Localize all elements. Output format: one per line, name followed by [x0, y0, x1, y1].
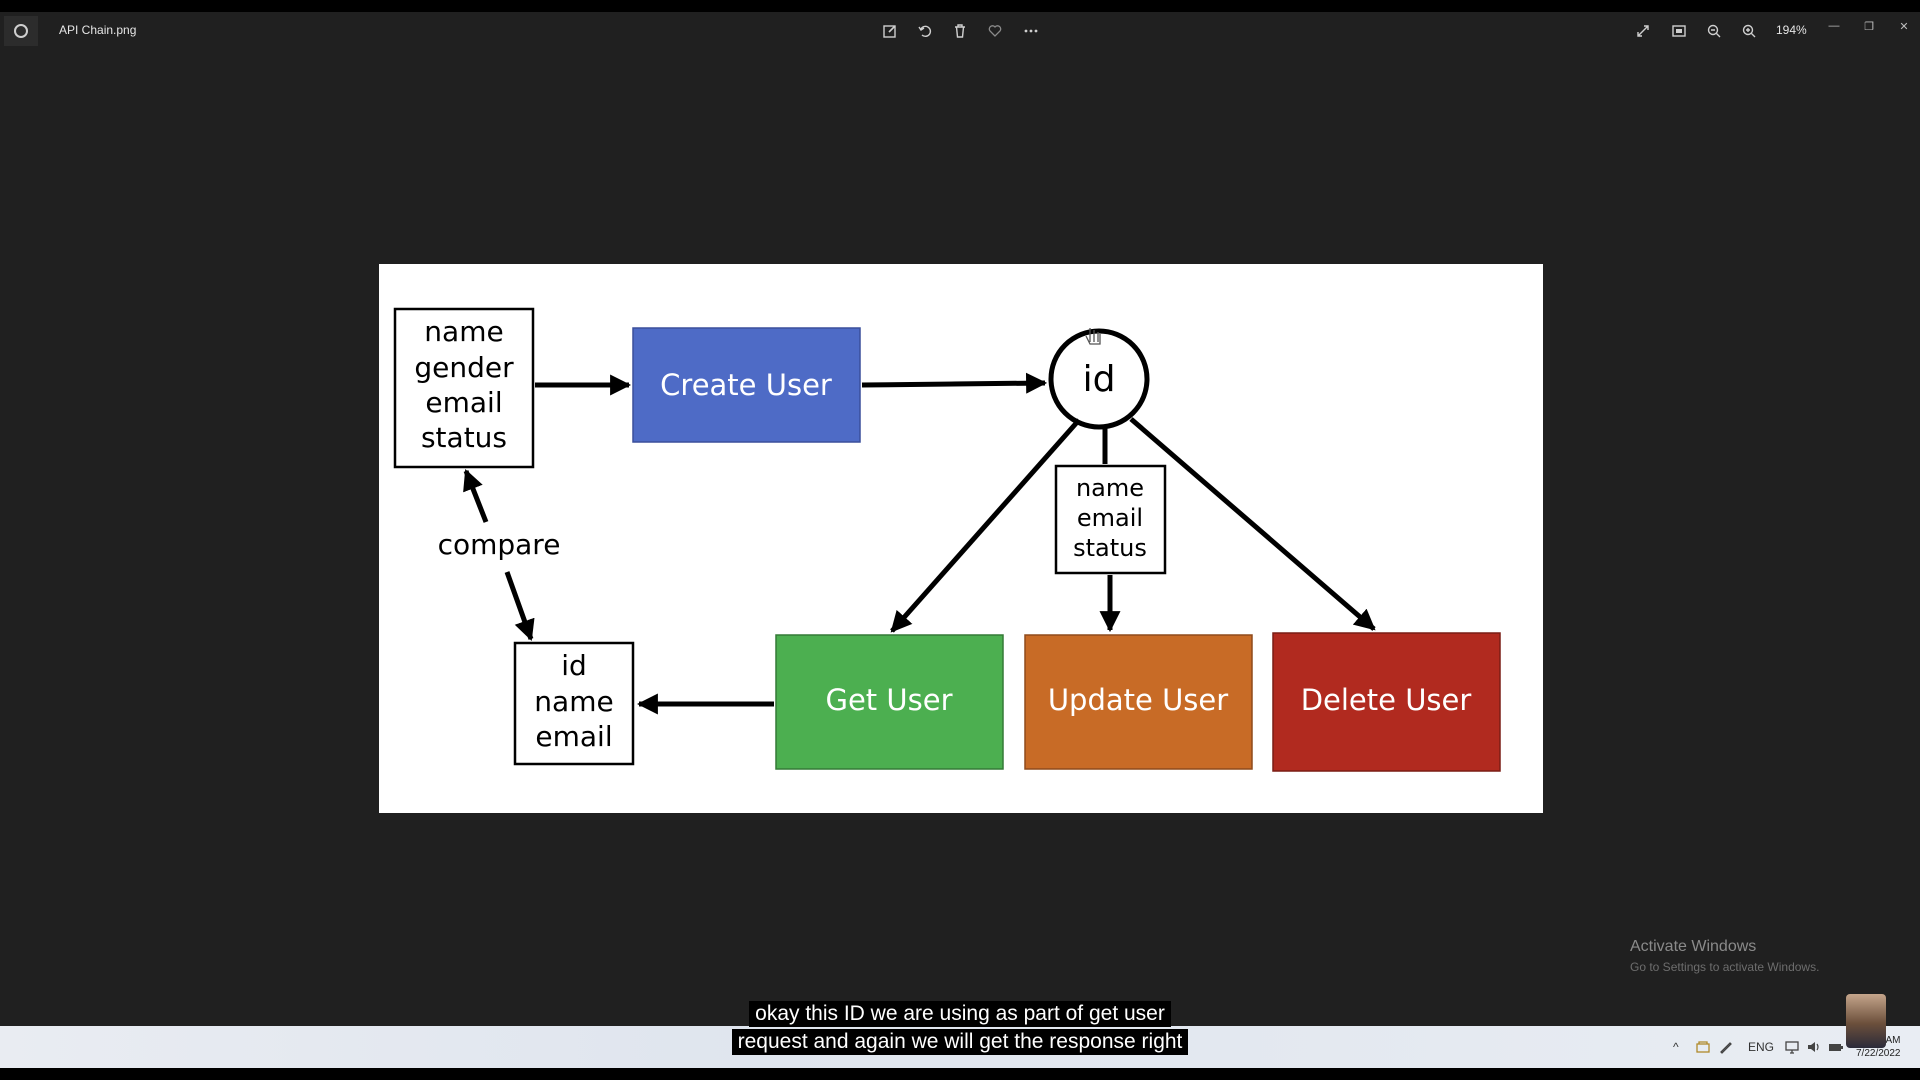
watermark-subtitle: Go to Settings to activate Windows. — [1630, 960, 1820, 974]
arrow-compare-to-response — [504, 571, 535, 641]
close-icon[interactable]: ✕ — [1899, 20, 1909, 33]
rotate-icon[interactable] — [914, 20, 936, 42]
edit-icon[interactable] — [879, 20, 901, 42]
update-field-label: email — [1077, 504, 1143, 532]
network-icon[interactable] — [1695, 1026, 1711, 1068]
minimize-icon[interactable]: — — [1828, 20, 1840, 32]
caption-line: request and again we will get the respon… — [731, 1029, 1189, 1055]
response-fields-box — [513, 641, 635, 766]
input-field-label: email — [425, 386, 502, 419]
update-user-node — [1024, 634, 1253, 770]
create-user-label: Create User — [660, 368, 832, 402]
image-canvas: name gender email status Create User id … — [379, 264, 1543, 813]
arrow-id-to-delete — [1129, 417, 1376, 631]
more-icon[interactable] — [1020, 20, 1042, 42]
favorite-icon[interactable] — [984, 20, 1006, 42]
input-field-label: gender — [414, 351, 514, 384]
pen-icon[interactable] — [1718, 1026, 1734, 1068]
clock-date: 7/22/2022 — [1856, 1048, 1901, 1059]
volume-icon[interactable] — [1806, 1026, 1822, 1068]
api-chain-diagram: name gender email status Create User id … — [393, 307, 1501, 772]
restore-icon[interactable]: ❐ — [1864, 20, 1874, 33]
language-indicator[interactable]: ENG — [1748, 1040, 1775, 1054]
battery-icon[interactable] — [1828, 1026, 1844, 1068]
caption-line: okay this ID we are using as part of get… — [749, 1001, 1171, 1027]
update-fields-box — [1054, 464, 1167, 575]
compare-label: compare — [438, 528, 561, 561]
arrow-compare-to-input — [463, 469, 489, 523]
update-user-label: Update User — [1048, 683, 1228, 717]
id-node — [1048, 328, 1150, 430]
fullscreen-icon[interactable] — [1632, 20, 1654, 42]
hand-cursor-icon — [1085, 328, 1101, 345]
zoom-in-icon[interactable] — [1738, 20, 1760, 42]
zoom-out-icon[interactable] — [1703, 20, 1725, 42]
id-node-label: id — [1083, 359, 1116, 400]
arrow-id-to-get — [890, 418, 1081, 633]
display-icon[interactable] — [1784, 1026, 1800, 1068]
delete-user-label: Delete User — [1301, 683, 1472, 717]
update-field-label: name — [1076, 474, 1144, 502]
top-border — [0, 0, 1920, 12]
get-user-label: Get User — [825, 683, 952, 717]
presenter-webcam — [1846, 994, 1886, 1048]
update-field-label: status — [1073, 534, 1147, 562]
zoom-level[interactable]: 194% — [1776, 23, 1807, 37]
bottom-border — [0, 1068, 1920, 1080]
create-user-node — [632, 327, 861, 443]
input-field-label: name — [424, 315, 503, 348]
get-user-node — [775, 634, 1004, 770]
watermark-title: Activate Windows — [1630, 938, 1757, 955]
chevron-up-icon[interactable]: ^ — [1673, 1040, 1679, 1054]
clock-time: AM — [1885, 1035, 1901, 1046]
video-captions: okay this ID we are using as part of get… — [0, 1000, 1920, 1056]
fit-window-icon[interactable] — [1668, 20, 1690, 42]
clock[interactable]: AM 7/22/2022 — [1856, 1034, 1901, 1060]
activate-windows-watermark: Activate Windows Go to Settings to activ… — [1630, 938, 1819, 974]
title-bar: API Chain.png 194% — ❐ ✕ — [0, 12, 1920, 50]
input-field-label: status — [421, 421, 507, 454]
delete-icon[interactable] — [949, 20, 971, 42]
input-fields-box — [393, 307, 535, 469]
response-field-label: name — [534, 685, 613, 718]
file-name: API Chain.png — [59, 23, 137, 37]
response-field-label: email — [535, 720, 612, 753]
arrow-create-to-id — [861, 372, 1048, 394]
photos-app-icon[interactable] — [4, 16, 38, 46]
delete-user-node — [1272, 632, 1501, 772]
response-field-label: id — [561, 649, 587, 682]
